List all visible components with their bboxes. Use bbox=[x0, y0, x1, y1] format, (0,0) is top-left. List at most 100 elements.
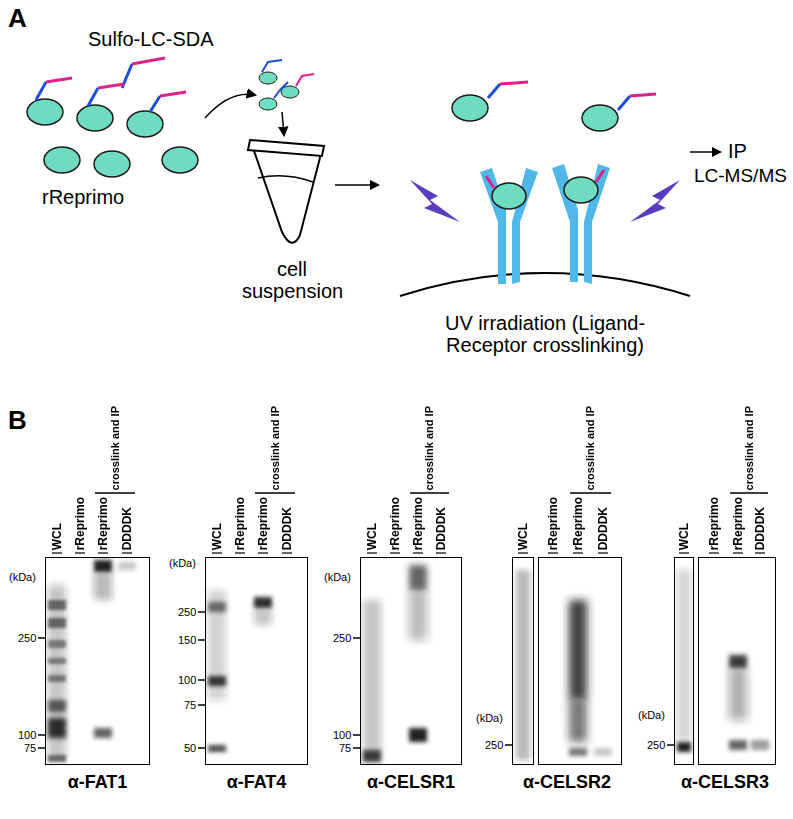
protein-band bbox=[208, 590, 226, 700]
lane-tick bbox=[573, 552, 583, 553]
lane-tick bbox=[709, 552, 719, 553]
unit-label: (kDa) bbox=[9, 572, 36, 583]
lane-tick bbox=[52, 552, 62, 553]
marker-tick bbox=[353, 637, 360, 639]
protein-band bbox=[751, 740, 769, 750]
protein-band bbox=[729, 740, 747, 750]
lane-label: WCL bbox=[51, 523, 63, 550]
blot-panel: α-CELSR2 bbox=[512, 557, 622, 799]
size-marker: 50 bbox=[184, 743, 196, 754]
blot-panel: α-CELSR1 bbox=[360, 557, 462, 799]
lane-tick bbox=[367, 552, 377, 553]
lane-tick bbox=[413, 552, 423, 553]
lane-label: WCL bbox=[366, 523, 378, 550]
reagent-label: Sulfo-LC-SDA bbox=[88, 28, 214, 50]
protein-band bbox=[569, 700, 587, 742]
size-marker: 250 bbox=[485, 740, 503, 751]
protein-band bbox=[48, 618, 66, 628]
group-label: crosslink and IP bbox=[585, 406, 596, 490]
protein-band bbox=[409, 590, 427, 640]
marker-tick bbox=[353, 734, 360, 736]
group-label: crosslink and IP bbox=[110, 406, 121, 490]
panel-letter: B bbox=[8, 406, 27, 435]
marker-tick bbox=[505, 744, 512, 746]
lane-label: rReprimo bbox=[234, 497, 246, 550]
protein-band bbox=[363, 750, 381, 762]
protein-band bbox=[208, 676, 226, 686]
protein-band bbox=[363, 600, 381, 760]
size-marker: 150 bbox=[178, 635, 196, 646]
protein-band bbox=[118, 562, 136, 570]
size-marker: 75 bbox=[24, 743, 36, 754]
protein-band bbox=[48, 658, 66, 664]
lane-tick bbox=[235, 552, 245, 553]
group-bracket bbox=[730, 492, 768, 494]
lane-label: DDDDK bbox=[281, 507, 293, 550]
group-label: crosslink and IP bbox=[424, 406, 435, 490]
protein-band bbox=[48, 600, 66, 610]
protein-band bbox=[48, 700, 66, 712]
blot-bands bbox=[674, 557, 776, 765]
lane-label: DDDDK bbox=[597, 507, 609, 550]
marker-tick bbox=[198, 704, 205, 706]
size-marker: 75 bbox=[339, 743, 351, 754]
protein-band bbox=[254, 608, 272, 625]
protein-band bbox=[409, 728, 427, 742]
antibody-label: α-CELSR1 bbox=[360, 773, 462, 793]
size-marker: 250 bbox=[647, 740, 665, 751]
lane-label: DDDDK bbox=[754, 507, 766, 550]
antibody-label: α-CELSR3 bbox=[674, 773, 776, 793]
marker-tick bbox=[38, 747, 45, 749]
lane-label: DDDDK bbox=[121, 507, 133, 550]
step-label: LC-MS/MS bbox=[694, 166, 787, 187]
unit-label: (kDa) bbox=[476, 713, 503, 724]
blot-panel: α-FAT1 bbox=[45, 557, 150, 799]
protein-band bbox=[729, 655, 747, 668]
protein-band bbox=[569, 748, 587, 756]
protein-band bbox=[48, 640, 66, 648]
step-label: UV irradiation (Ligand-Receptor crosslin… bbox=[420, 312, 670, 356]
size-marker: 100 bbox=[178, 675, 196, 686]
marker-tick bbox=[198, 747, 205, 749]
lane-label: rReprimo bbox=[412, 497, 424, 550]
step-label: cell suspension bbox=[242, 258, 342, 302]
panel-letter: A bbox=[8, 4, 27, 33]
antibody-label: α-FAT1 bbox=[45, 773, 150, 793]
marker-tick bbox=[198, 679, 205, 681]
size-marker: 250 bbox=[18, 633, 36, 644]
protein-band bbox=[94, 572, 112, 600]
protein-band bbox=[208, 745, 226, 752]
protein-band bbox=[594, 748, 612, 756]
size-marker: 100 bbox=[333, 730, 351, 741]
blot-bands bbox=[512, 557, 622, 765]
protein-band bbox=[677, 570, 691, 740]
protein-band bbox=[729, 668, 747, 720]
lane-tick bbox=[212, 552, 222, 553]
protein-band bbox=[48, 755, 66, 762]
blot-panel: α-CELSR3 bbox=[674, 557, 776, 799]
lane-tick bbox=[258, 552, 268, 553]
protein-band bbox=[254, 597, 272, 608]
lane-tick bbox=[733, 552, 743, 553]
group-label: crosslink and IP bbox=[744, 406, 755, 490]
lane-tick bbox=[679, 552, 689, 553]
antibody-label: α-FAT4 bbox=[205, 773, 308, 793]
lane-label: rReprimo bbox=[572, 497, 584, 550]
protein-band bbox=[677, 742, 691, 752]
marker-tick bbox=[198, 611, 205, 613]
marker-tick bbox=[198, 639, 205, 641]
size-marker: 250 bbox=[333, 633, 351, 644]
lane-label: DDDDK bbox=[435, 507, 447, 550]
lane-label: rReprimo bbox=[389, 497, 401, 550]
protein-band bbox=[48, 675, 66, 682]
lane-tick bbox=[390, 552, 400, 553]
lane-tick bbox=[98, 552, 108, 553]
protein-band bbox=[48, 585, 66, 760]
protein-band bbox=[94, 728, 112, 738]
lane-label: rReprimo bbox=[74, 497, 86, 550]
marker-tick bbox=[38, 637, 45, 639]
protein-band bbox=[516, 570, 530, 760]
lane-tick bbox=[75, 552, 85, 553]
blot-panel: α-FAT4 bbox=[205, 557, 308, 799]
